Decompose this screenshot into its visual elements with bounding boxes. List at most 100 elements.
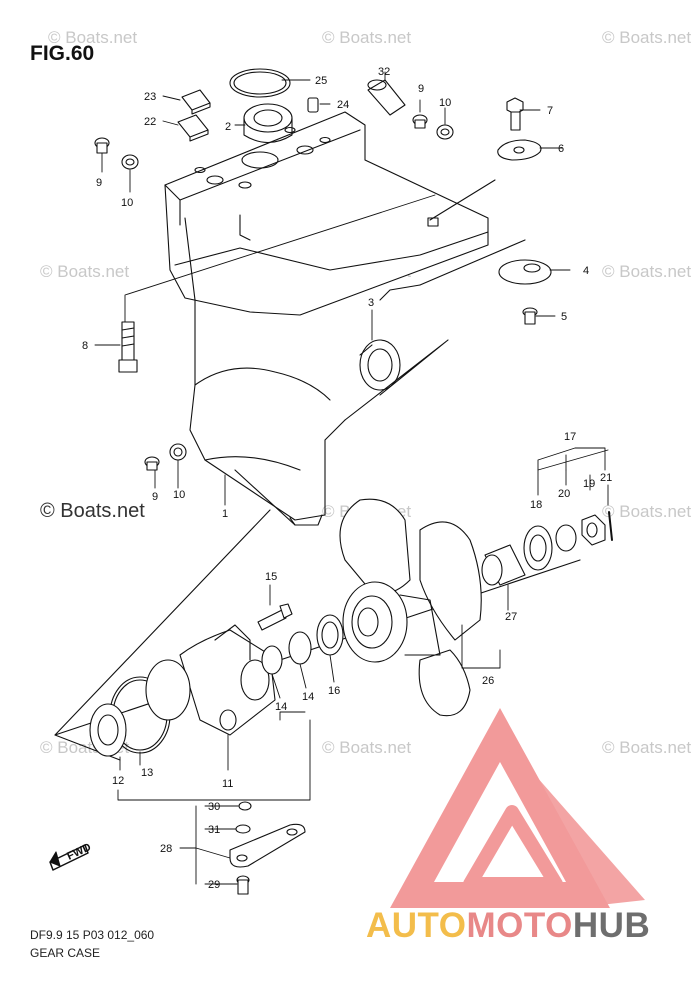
- spacer-27: [481, 544, 526, 586]
- callout-14: 14: [275, 701, 287, 713]
- caption-drawing-code: DF9.9 15 P03 012_060: [30, 928, 155, 942]
- callout-15: 15: [265, 571, 277, 583]
- callout-21: 21: [600, 472, 612, 484]
- callout-28: 28: [160, 843, 172, 855]
- callout-5: 5: [561, 311, 567, 323]
- washer-10: [169, 443, 187, 461]
- watermark: © Boats.net: [40, 262, 130, 281]
- shim-23: [181, 89, 211, 115]
- callout-25: 25: [315, 75, 327, 87]
- callout-30: 30: [208, 801, 220, 813]
- washer-10: [121, 154, 139, 170]
- circlip-25: [229, 68, 291, 98]
- callout-1: 1: [222, 508, 228, 520]
- callout-13: 13: [141, 767, 153, 779]
- bolt-9: [94, 137, 110, 154]
- watermark: © Boats.net: [602, 262, 692, 281]
- brand-triangle-logo: [390, 708, 645, 908]
- callout-10: 10: [121, 197, 133, 209]
- callout-16: 16: [328, 685, 340, 697]
- callout-10: 10: [439, 97, 451, 109]
- callout-7: 7: [547, 105, 553, 117]
- callout-9: 9: [418, 83, 424, 95]
- washer-10: [436, 124, 454, 140]
- callout-18: 18: [530, 499, 542, 511]
- bearing-3: [359, 339, 401, 391]
- seal-14: [288, 631, 312, 665]
- callout-12: 12: [112, 775, 124, 787]
- brand-part-auto: AUTO: [366, 906, 467, 945]
- washer-4: [498, 259, 552, 285]
- watermark: © Boats.net: [48, 28, 138, 47]
- callout-20: 20: [558, 488, 570, 500]
- brand-wordmark: AUTOMOTOHUB: [366, 906, 650, 946]
- callout-4: 4: [583, 265, 589, 277]
- washer-18: [523, 525, 553, 571]
- callout-19: 19: [583, 478, 595, 490]
- washer-31: [235, 824, 251, 834]
- bolt-8: [118, 321, 138, 373]
- fwd-label: FWD: [65, 841, 93, 862]
- callout-9: 9: [152, 491, 158, 503]
- forward-direction-arrow: [49, 844, 89, 871]
- callout-17: 17: [564, 431, 576, 443]
- caption-section-title: GEAR CASE: [30, 946, 101, 960]
- callout-8: 8: [82, 340, 88, 352]
- callout-23: 23: [144, 91, 156, 103]
- bolt-7: [506, 97, 524, 131]
- callout-3: 3: [368, 297, 374, 309]
- bolt-15: [257, 603, 293, 631]
- guide-line: [54, 559, 581, 736]
- watermark-copyright: © Boats.net: [40, 500, 145, 522]
- plate-28: [229, 823, 306, 868]
- watermark: © Boats.net: [322, 28, 412, 47]
- flange: [145, 659, 191, 721]
- figure-title: FIG.60: [30, 42, 95, 65]
- callout-32: 32: [378, 66, 390, 78]
- pin-24: [307, 97, 319, 113]
- bolt-29: [236, 875, 250, 895]
- seal-14: [261, 645, 283, 675]
- watermark: © Boats.net: [602, 738, 692, 757]
- bolt-5: [522, 307, 538, 325]
- bearing-16: [316, 614, 344, 656]
- watermark: © Boats.net: [602, 502, 692, 521]
- callout-6: 6: [558, 143, 564, 155]
- callout-14: 14: [302, 691, 314, 703]
- callout-27: 27: [505, 611, 517, 623]
- watermark: © Boats.net: [602, 28, 692, 47]
- guide-line: [429, 179, 496, 221]
- callout-22: 22: [144, 116, 156, 128]
- shim-22: [177, 114, 209, 142]
- bearing-2: [243, 103, 293, 144]
- sleeve-32: [367, 79, 406, 116]
- anode-plate-6: [497, 139, 542, 161]
- bolt-9: [144, 456, 160, 471]
- leader-lines: [94, 71, 609, 885]
- callout-31: 31: [208, 824, 220, 836]
- brand-part-moto: MOTO: [466, 906, 573, 945]
- propeller-shaft-housing-11: [179, 624, 276, 736]
- callout-9: 9: [96, 177, 102, 189]
- nut-19: [581, 514, 606, 546]
- cotter-pin-21: [608, 511, 613, 541]
- guide-line: [344, 339, 449, 421]
- brand-part-hub: HUB: [572, 906, 651, 945]
- nut-30: [238, 801, 252, 811]
- callout-2: 2: [225, 121, 231, 133]
- propeller-26: [339, 498, 482, 717]
- seal-12: [89, 703, 127, 757]
- callout-10: 10: [173, 489, 185, 501]
- gear-case-housing: [164, 111, 489, 526]
- callout-24: 24: [337, 99, 349, 111]
- callout-11: 11: [222, 778, 233, 790]
- bolt-9: [412, 114, 428, 129]
- watermark: © Boats.net: [322, 738, 412, 757]
- washer-20: [555, 524, 577, 552]
- callout-29: 29: [208, 879, 220, 891]
- callouts: 1 2 3 4 5 6 7 8 9 9 9 10 10 10 11 12 13 …: [82, 66, 612, 891]
- guide-line: [419, 239, 526, 286]
- callout-26: 26: [482, 675, 494, 687]
